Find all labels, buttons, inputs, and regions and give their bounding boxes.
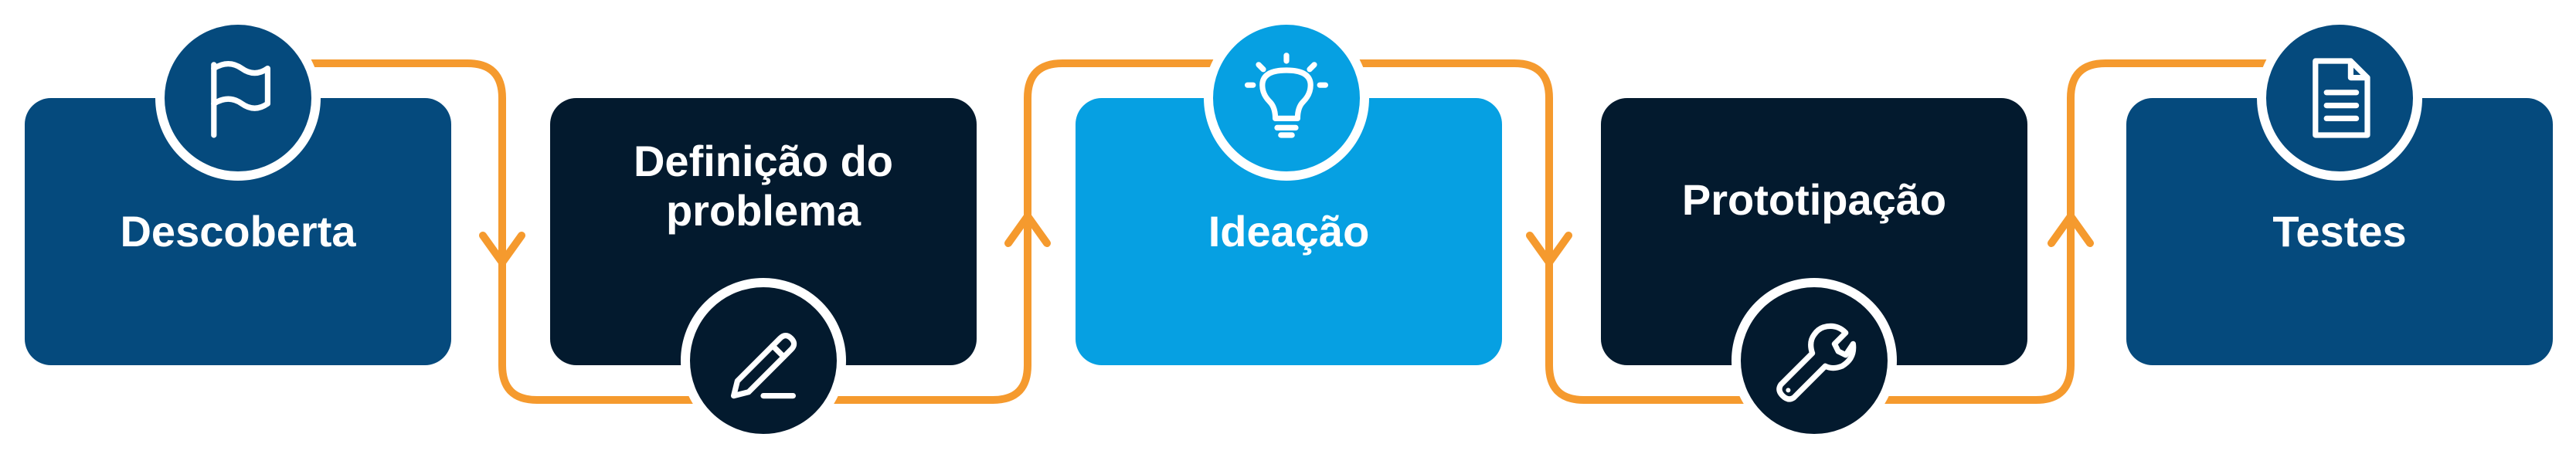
wrench-icon [1776,323,1857,402]
document-icon [2313,58,2370,138]
connector-4-5 [1858,59,2283,404]
step-4-icon-badge [1731,278,1897,443]
connector-1-2 [301,59,726,404]
pencil-icon [731,333,797,399]
connector-3-4 [1325,59,1762,404]
step-1-icon-badge [155,15,321,181]
lightbulb-icon [1245,53,1328,138]
step-label: Ideação [1208,207,1370,256]
arrow-up-4 [2048,212,2094,247]
step-5-icon-badge [2257,15,2422,181]
arrow-up-2 [1004,212,1051,247]
step-label: Definição do problema [633,137,894,235]
arrow-down-1 [479,232,525,266]
step-label: Testes [2272,207,2407,256]
arrow-down-3 [1526,232,1572,266]
step-3-icon-badge [1204,15,1369,181]
step-label: Prototipação [1681,175,1947,224]
connector-2-3 [823,59,1232,404]
step-label: Descoberta [120,207,356,256]
step-2-icon-badge [681,278,846,443]
flag-icon [211,61,270,138]
